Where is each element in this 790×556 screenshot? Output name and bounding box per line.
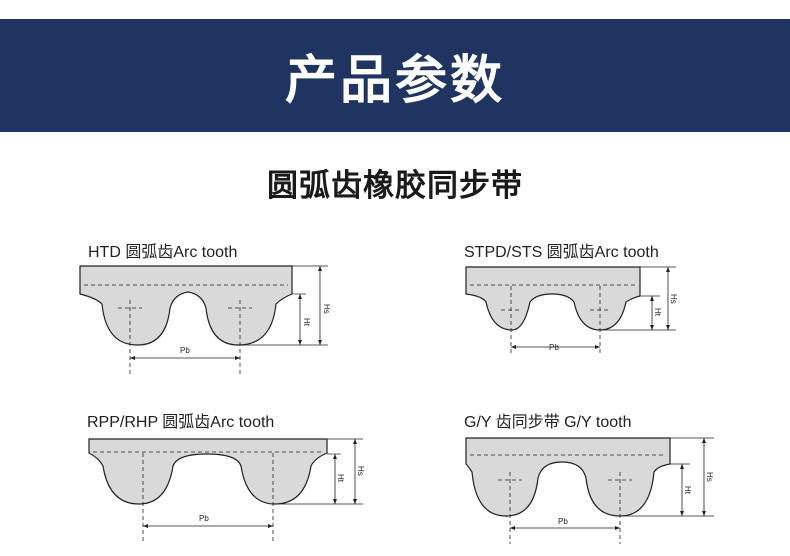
belt-height-label: Hs [356,466,365,476]
rpp-tooth-diagram: Pb Hs Ht [88,438,365,544]
gy-tooth-diagram: Pb Hs Ht [465,437,714,544]
tooth-height-label: Ht [683,486,692,495]
profile-htd: HTD 圆弧齿Arc tooth Pb Hs Ht [79,238,348,378]
pitch-label: Pb [549,343,559,352]
belt-height-label: Hs [705,472,714,482]
belt-height-label: Hs [669,294,678,304]
profile-rpp: RPP/RHP 圆弧齿Arc tooth Pb Hs Ht [87,408,377,553]
profile-stpd: STPD/STS 圆弧齿Arc tooth Pb Hs Ht [464,238,694,368]
tooth-height-label: Ht [302,318,311,327]
profile-label: G/Y 齿同步带 G/Y tooth [464,414,632,431]
tooth-height-label: Ht [336,474,345,483]
belt-profile [465,437,671,517]
profile-gy: G/Y 齿同步带 G/Y tooth Pb Hs Ht [464,408,724,553]
belt-height-label: Hs [322,304,331,314]
header-banner: 产品参数 [0,19,790,132]
stpd-tooth-diagram: Pb Hs Ht [465,266,678,356]
pitch-label: Pb [180,346,190,355]
section-title: 圆弧齿橡胶同步带 [267,168,523,204]
profile-label: HTD 圆弧齿Arc tooth [88,244,238,261]
tooth-height-label: Ht [653,308,662,317]
profile-label: STPD/STS 圆弧齿Arc tooth [464,244,659,261]
pitch-label: Pb [558,517,568,526]
belt-profile [465,266,641,331]
htd-tooth-diagram: Pb Hs Ht [79,265,331,374]
belt-profile [79,265,293,346]
page-title: 产品参数 [284,51,505,111]
belt-profile [88,438,328,505]
pitch-label: Pb [199,514,209,523]
profile-label: RPP/RHP 圆弧齿Arc tooth [87,414,275,431]
